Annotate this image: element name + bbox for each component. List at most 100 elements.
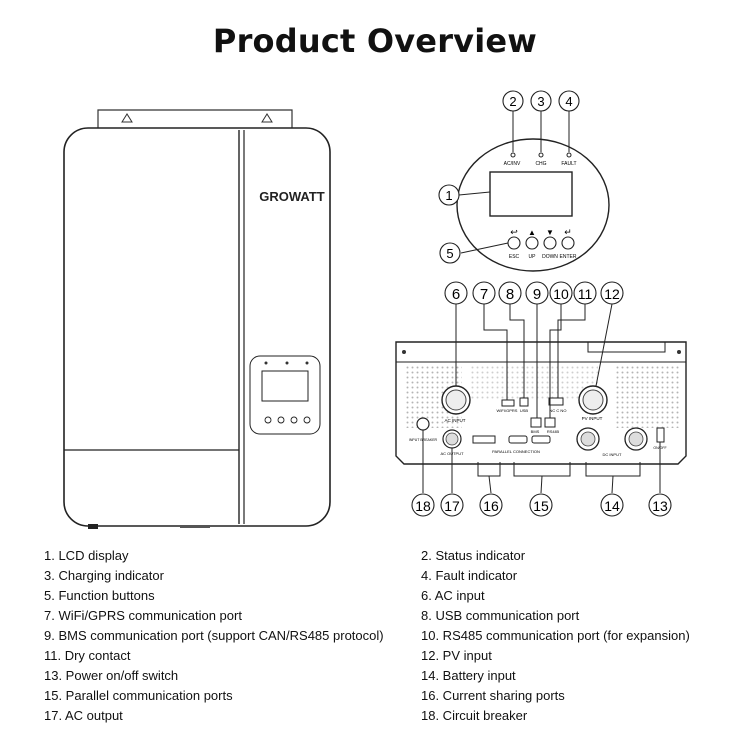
legend-item: 11. Dry contact [44,648,131,663]
usb-port [519,397,529,407]
callout-3: 3 [530,90,552,112]
parallel-connection-label: PARALLEL CONNECTION [492,449,540,454]
pv-input-label: PV INPUT [582,416,603,421]
callout-15: 15 [529,493,553,517]
callout-9: 9 [525,281,549,305]
chg-label: CHG [535,161,546,167]
charging-led [538,152,544,158]
parts-legend: 1. LCD display 2. Status indicator 3. Ch… [0,546,750,736]
svg-text:▼: ▼ [546,228,554,237]
dry-contact-port [548,397,564,406]
dc-input-label: DC INPUT [603,452,622,457]
svg-text:4: 4 [565,94,572,109]
legend-item: 14. Battery input [421,668,516,683]
parallel-port-a [508,435,528,444]
svg-text:2: 2 [509,94,516,109]
svg-text:8: 8 [506,286,514,303]
legend-item: 2. Status indicator [421,548,526,563]
svg-text:12: 12 [604,286,620,302]
callout-18: 18 [411,493,435,517]
enter-label: ENTER [560,254,577,260]
inverter-body [63,127,331,527]
svg-text:14: 14 [604,498,620,514]
legend-item: 10. RS485 communication port (for expans… [421,628,690,643]
usb-label: USB [520,408,529,413]
status-led [510,152,516,158]
legend-item: 5. Function buttons [44,588,155,603]
legend-item: 9. BMS communication port (support CAN/R… [44,628,384,643]
svg-text:7: 7 [480,286,488,303]
callout-13: 13 [648,493,672,517]
svg-text:1: 1 [445,188,452,203]
rs485-label: RS485 [547,429,560,434]
inverter-front-view: GROWATT [63,109,331,529]
callout-12: 12 [600,281,624,305]
legend-item: 4. Fault indicator [421,568,518,583]
svg-text:9: 9 [533,286,541,303]
svg-text:3: 3 [537,94,544,109]
callout-7: 7 [472,281,496,305]
callout-10: 10 [549,281,573,305]
fault-led [566,152,572,158]
svg-text:▲: ▲ [528,228,536,237]
brand-logo: GROWATT [259,189,325,204]
esc-label: ESC [509,254,520,260]
svg-text:15: 15 [533,498,549,514]
svg-text:6: 6 [452,286,460,303]
callout-8: 8 [498,281,522,305]
legend-item: 18. Circuit breaker [421,708,528,723]
lcd-screen [489,171,573,217]
power-switch [656,427,665,443]
circuit-breaker [416,417,430,431]
svg-text:13: 13 [652,498,668,514]
svg-text:11: 11 [578,286,593,302]
fault-label: FAULT [561,161,576,167]
wifi-gprs-label: WIFI/GPRS [497,408,518,413]
callout-1: 1 [438,184,460,206]
up-button [525,236,539,250]
svg-text:18: 18 [415,498,431,514]
callout-2: 2 [502,90,524,112]
current-sharing-port [472,435,496,444]
callout-6: 6 [444,281,468,305]
bms-port [530,417,542,428]
inverter-bottom-view: AC INPUT WIFI/GPRS USB BMS RS485 NC C NO… [395,303,687,494]
esc-button [507,236,521,250]
callout-5: 5 [439,242,461,264]
svg-text:↵: ↵ [564,227,572,237]
parallel-port-b [531,435,551,444]
svg-text:10: 10 [553,286,569,302]
legend-item: 12. PV input [421,648,492,663]
front-lcd-panel [249,355,321,435]
enter-button [561,236,575,250]
ac-inv-label: AC/INV [504,161,521,167]
down-button [543,236,557,250]
mounting-bracket [97,109,293,130]
svg-text:16: 16 [483,498,499,514]
dry-contact-label: NC C NO [550,408,567,413]
callout-16: 16 [479,493,503,517]
svg-text:17: 17 [444,498,460,514]
callout-14: 14 [600,493,624,517]
up-label: UP [529,254,537,260]
svg-text:5: 5 [446,246,453,261]
callout-11: 11 [573,281,597,305]
legend-item: 8. USB communication port [421,608,580,623]
callouts: 1 2 3 4 5 6 7 8 9 10 11 12 13 14 15 16 1… [411,90,672,517]
legend-item: 13. Power on/off switch [44,668,179,683]
legend-item: 17. AC output [44,708,123,723]
legend-item: 7. WiFi/GPRS communication port [44,608,242,623]
legend-item: 15. Parallel communication ports [44,688,233,703]
legend-item: 6. AC input [421,588,485,603]
legend-item: 3. Charging indicator [44,568,164,583]
down-label: DOWN [542,254,558,260]
bms-label: BMS [531,429,540,434]
svg-text:↩: ↩ [510,227,518,237]
lcd-detail-view: AC/INV CHG FAULT ↩ ▲ ▼ ↵ ESC UP DOWN ENT… [456,111,610,272]
page-title: Product Overview [212,22,538,60]
rs485-port [544,417,556,428]
legend-item: 16. Current sharing ports [421,688,565,703]
legend-item: 1. LCD display [44,548,129,563]
callout-17: 17 [440,493,464,517]
